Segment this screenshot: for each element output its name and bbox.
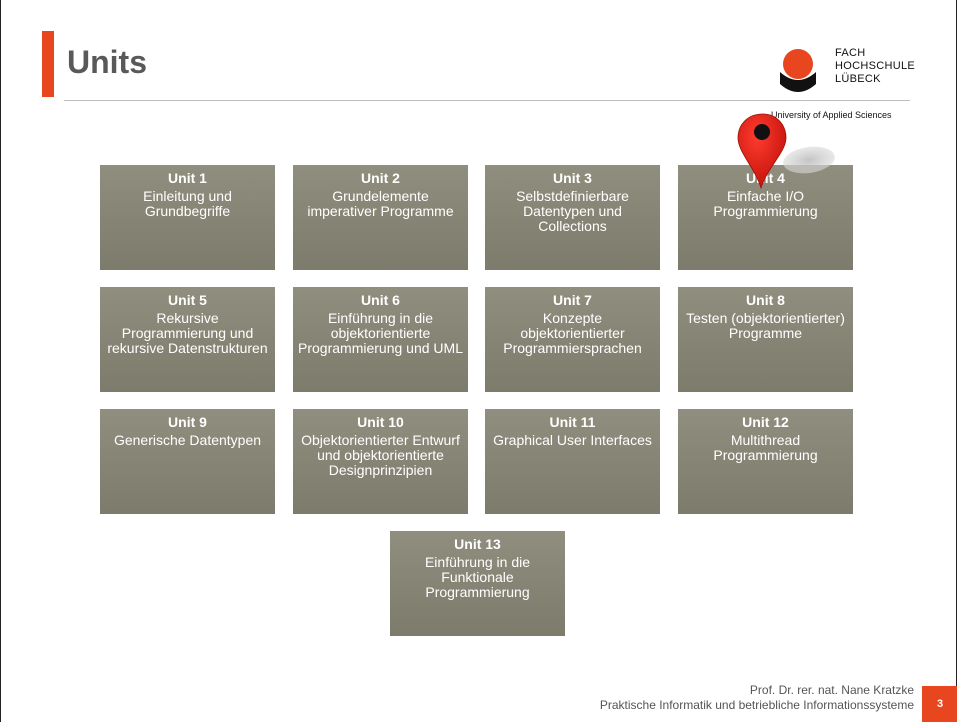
unit-description: Testen (objektorientierter) Programme [686,310,845,341]
unit-tile[interactable]: Unit 10 Objektorientierter Entwurf und ob… [293,409,468,514]
unit-title: Unit 10 [357,414,404,430]
unit-title: Unit 11 [549,414,596,430]
unit-title: Unit 13 [454,536,501,552]
unit-description: Einfache I/O Programmierung [713,188,818,219]
unit-tile[interactable]: Unit 2 Grundelemente imperativer Programm… [293,165,468,270]
unit-description: Generische Datentypen [113,432,262,448]
unit-title: Unit 9 [168,414,207,430]
title-divider [64,100,910,101]
unit-description: Konzepte objektorientierter Programmiers… [503,310,642,356]
footer-text: Prof. Dr. rer. nat. Nane Kratzke Praktis… [600,683,914,713]
unit-title: Unit 7 [553,292,592,308]
unit-title: Unit 3 [553,170,592,186]
footer-author: Prof. Dr. rer. nat. Nane Kratzke [749,683,914,697]
map-pin-icon [737,113,835,190]
unit-tile[interactable]: Unit 1 Einleitung und Grundbegriffe [100,165,275,270]
footer-course: Praktische Informatik und betriebliche I… [599,698,914,712]
logo-line-3: LÜBECK [835,73,881,85]
logo-subtitle: University of Applied Sciences [771,110,892,120]
unit-tile[interactable]: Unit 6 Einführung in die objektorientiert… [293,287,468,392]
unit-title: Unit 5 [168,292,207,308]
logo-line-2: HOCHSCHULE [835,60,916,72]
unit-description: Graphical User Interfaces [493,432,652,448]
unit-description: Einleitung und Grundbegriffe [143,188,232,219]
unit-tile[interactable]: Unit 5 Rekursive Programmierung und rekur… [100,287,275,392]
unit-title: Unit 1 [168,170,207,186]
unit-tile[interactable]: Unit 7 Konzepte objektorientierter Progra… [485,287,660,392]
unit-tile[interactable]: Unit 12 Multithread Programmierung [678,409,853,514]
unit-description: Multithread Programmierung [713,432,818,463]
unit-tile[interactable]: Unit 9 Generische Datentypen [100,409,275,514]
unit-description: Grundelemente imperativer Programme [307,188,454,219]
logo-text: FACH HOCHSCHULE LÜBECK [835,47,915,86]
unit-title: Unit 6 [361,292,400,308]
unit-description: Einführung in die Funktionale Programmie… [424,554,531,600]
slide-title: Units [67,44,147,80]
unit-tile[interactable]: Unit 13 Einführung in die Funktionale Pro… [390,531,565,636]
unit-title: Unit 2 [361,170,400,186]
page-number: 3 [922,686,957,722]
unit-tile[interactable]: Unit 4Einfache I/O Programmierung [678,165,853,270]
unit-tile[interactable]: Unit 3 Selbstdefinierbare Datentypen und … [485,165,660,270]
unit-description: Rekursive Programmierung und rekursive D… [107,310,268,356]
unit-title: Unit 12 [742,414,789,430]
unit-description: Selbstdefinierbare Datentypen und Collec… [516,188,629,234]
title-accent-bar [42,31,54,97]
unit-description: Einführung in die objektorientierte Prog… [298,310,463,356]
university-logo-icon [780,49,816,92]
logo-line-1: FACH [835,47,866,59]
unit-tile[interactable]: Unit 11 Graphical User Interfaces [485,409,660,514]
unit-description: Objektorientierter Entwurf und objektori… [301,432,460,478]
unit-tile[interactable]: Unit 8 Testen (objektorientierter) Progra… [678,287,853,392]
unit-title: Unit 8 [746,292,785,308]
